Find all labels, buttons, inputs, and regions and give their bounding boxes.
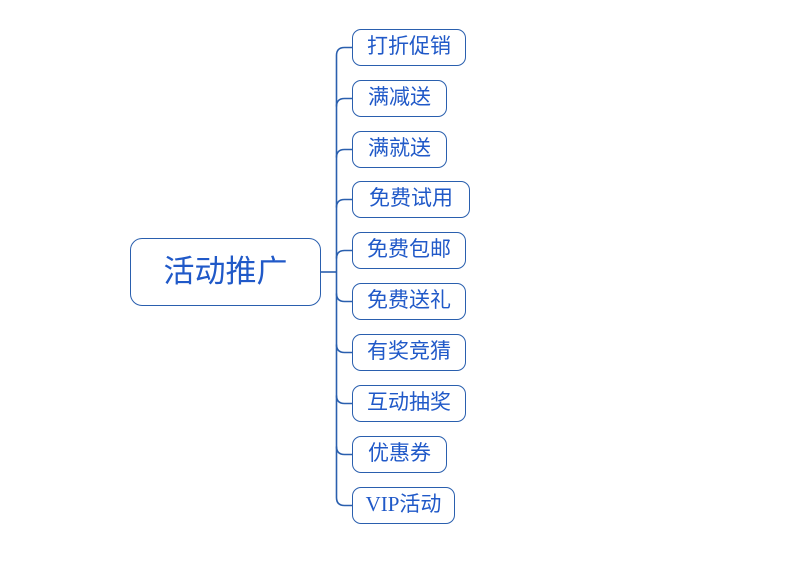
branch-8 — [335, 395, 352, 405]
mindmap-node-youhuiquan[interactable]: 优惠券 — [352, 436, 447, 473]
branch-2 — [335, 97, 352, 107]
branch-3 — [335, 148, 352, 158]
node-label: 满减送 — [368, 85, 431, 109]
mindmap-node-vip-huodong[interactable]: VIP活动 — [352, 487, 455, 524]
mindmap-node-mianfei-shiyong[interactable]: 免费试用 — [352, 181, 470, 218]
mindmap-node-manjiansong[interactable]: 满减送 — [352, 80, 447, 117]
node-label: 免费包邮 — [367, 237, 451, 261]
mindmap-node-mianfei-songli[interactable]: 免费送礼 — [352, 283, 466, 320]
branch-4 — [335, 198, 352, 208]
branch-1 — [335, 46, 352, 56]
branch-6 — [335, 293, 352, 303]
branch-5 — [335, 249, 352, 259]
node-label: 互动抽奖 — [367, 390, 451, 414]
node-label: VIP活动 — [365, 492, 442, 516]
mindmap-node-hudong-choujiang[interactable]: 互动抽奖 — [352, 385, 466, 422]
mindmap-node-dazhe-cuxiao[interactable]: 打折促销 — [352, 29, 466, 66]
node-label: 免费试用 — [369, 186, 453, 210]
mindmap-node-manjiusong[interactable]: 满就送 — [352, 131, 447, 168]
node-label: 有奖竞猜 — [367, 339, 451, 363]
node-label: 活动推广 — [163, 253, 288, 289]
mindmap-node-mianfei-baoyou[interactable]: 免费包邮 — [352, 232, 466, 269]
node-label: 优惠券 — [368, 441, 431, 465]
branch-10 — [335, 497, 352, 507]
node-label: 免费送礼 — [367, 288, 451, 312]
branch-9 — [335, 446, 352, 456]
node-label: 打折促销 — [367, 34, 451, 58]
node-label: 满就送 — [368, 136, 431, 160]
mindmap-root-node[interactable]: 活动推广 — [130, 238, 321, 306]
mindmap-node-youjiang-jingcai[interactable]: 有奖竞猜 — [352, 334, 466, 371]
branch-7 — [335, 344, 352, 354]
